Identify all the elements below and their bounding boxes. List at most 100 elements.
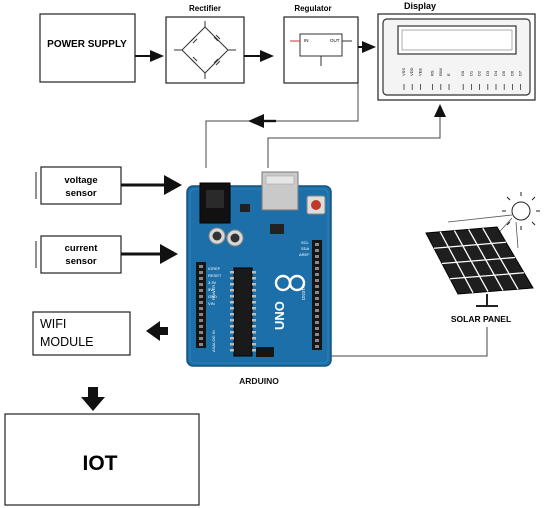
lcd-pin-label: D4 [493, 70, 498, 76]
chip-leg [252, 289, 256, 292]
voltage-sensor-label-2: sensor [65, 188, 96, 199]
board-power-label: POWER [211, 285, 216, 300]
regulator-title: Regulator [294, 4, 331, 13]
arduino-to-display-line [267, 104, 446, 168]
analog-pin [199, 307, 203, 310]
analog-pin [199, 295, 203, 298]
digital-pin [315, 309, 319, 312]
lcd-pin-label: R/W [438, 68, 443, 76]
lcd-pin-label: D6 [509, 70, 514, 76]
chip-leg [252, 349, 256, 352]
digital-pin [315, 279, 319, 282]
chip-leg [252, 283, 256, 286]
lcd-pin-label: D2 [477, 70, 482, 76]
panel-grid-line [441, 256, 516, 265]
chip-leg [252, 307, 256, 310]
digital-pin [315, 291, 319, 294]
board-33v-label: 3.3V [208, 280, 217, 285]
lcd-pin-label: E [446, 73, 451, 76]
analog-pin [199, 331, 203, 334]
chip-leg [230, 331, 234, 334]
digital-pin [315, 339, 319, 342]
analog-pin [199, 277, 203, 280]
chip-leg [230, 319, 234, 322]
digital-pin [315, 315, 319, 318]
chip-leg [230, 337, 234, 340]
current-sensor-label-1: current [65, 243, 99, 254]
chip-leg [230, 325, 234, 328]
analog-pin [199, 337, 203, 340]
current-sensor-block: current sensor [35, 235, 178, 274]
analog-pin [199, 271, 203, 274]
regulator-block: Regulator IN OUT [283, 4, 359, 84]
chip-leg [230, 271, 234, 274]
chip-leg [230, 295, 234, 298]
chip-leg [252, 331, 256, 334]
board-uno-label: UNO [272, 301, 287, 330]
chip-leg [230, 313, 234, 316]
lcd-screen [397, 25, 517, 55]
solar-panel-label: SOLAR PANEL [451, 314, 511, 324]
analog-pin [199, 343, 203, 346]
bridge-rectifier-icon [174, 21, 236, 79]
header-pin-dots [199, 243, 319, 348]
digital-pin [315, 297, 319, 300]
analog-pin [199, 289, 203, 292]
chip-leg [252, 271, 256, 274]
solar-to-arduino-line [331, 327, 488, 357]
chip-leg [230, 301, 234, 304]
digital-pin [315, 327, 319, 330]
iot-label: IOT [83, 452, 118, 475]
analog-pin [199, 319, 203, 322]
rectifier-title: Rectifier [189, 4, 221, 13]
voltage-sensor-block: voltage sensor [35, 166, 182, 205]
sun-icon [502, 192, 540, 230]
digital-pin [315, 333, 319, 336]
chip-leg [252, 301, 256, 304]
chip-leg [230, 349, 234, 352]
lcd-pin-label: RS [430, 70, 435, 76]
digital-pin [315, 243, 319, 246]
digital-pin [315, 345, 319, 348]
arrow-regulator-to-display [358, 41, 376, 53]
power-analog-header [196, 262, 206, 348]
analog-pin [199, 265, 203, 268]
regulator-chip-icon: IN OUT [290, 33, 352, 66]
voltage-sensor-label-1: voltage [64, 175, 97, 186]
iot-block: IOT [4, 413, 200, 506]
board-reset-label: RESET [208, 273, 222, 278]
regulator-pin-out: OUT [330, 38, 340, 43]
chip-leg [252, 319, 256, 322]
panel-grid [433, 227, 525, 294]
wifi-label-2: MODULE [40, 335, 93, 349]
chip-leg [252, 343, 256, 346]
arrow-arduino-to-wifi [146, 321, 168, 341]
arduino-label: ARDUINO [239, 376, 279, 386]
digital-pin [315, 303, 319, 306]
regulator-pin-in: IN [304, 38, 309, 43]
lcd-pin-label: D7 [518, 70, 523, 76]
board-ioref-label: IOREF [208, 266, 221, 271]
board-scl-label: SCL [301, 240, 310, 245]
wifi-label-1: WIFI [40, 317, 66, 331]
board-digital-label: DIGITAL [301, 282, 306, 300]
atmega-chip [233, 267, 253, 357]
rectifier-block: Rectifier [165, 4, 245, 84]
chip-leg [252, 325, 256, 328]
chip-leg [230, 277, 234, 280]
arrow-wifi-to-iot [81, 387, 105, 411]
digital-header [312, 240, 322, 350]
chip-leg [230, 343, 234, 346]
power-supply-label: POWER SUPPLY [47, 39, 127, 50]
arduino-logo-icon [274, 274, 306, 292]
chip-leg [252, 295, 256, 298]
lcd-pin-label: D3 [485, 70, 490, 76]
chip-leg [252, 277, 256, 280]
analog-pin [199, 283, 203, 286]
chip-leg [230, 283, 234, 286]
solar-panel: SOLAR PANEL [425, 192, 540, 324]
